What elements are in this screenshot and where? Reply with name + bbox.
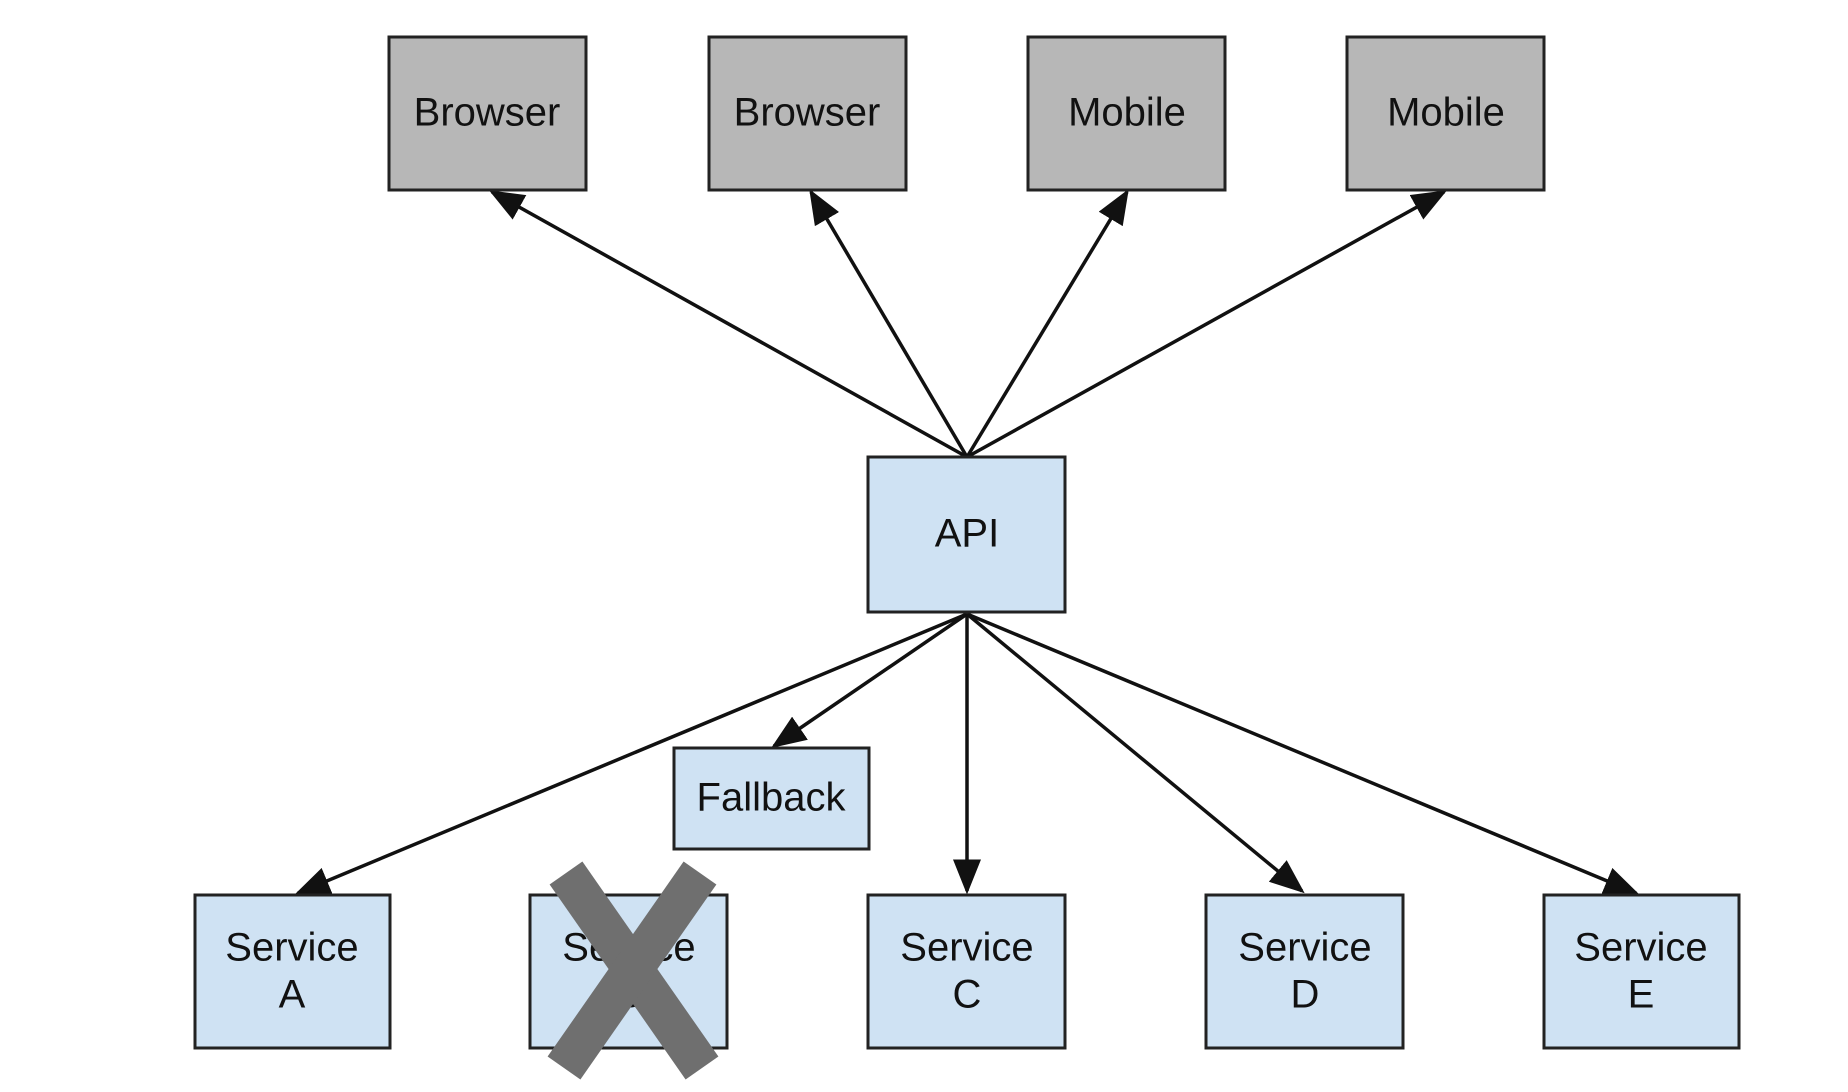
client-node-mobile-1: Mobile xyxy=(1026,35,1227,192)
x-cross-stroke-2 xyxy=(547,861,717,1080)
node-label: API xyxy=(935,512,999,556)
edge-api-to-service-a xyxy=(294,612,968,895)
node-label: Mobile xyxy=(1068,91,1186,135)
api-node: API xyxy=(866,455,1067,614)
edge-api-to-browser-2 xyxy=(809,188,969,458)
edge-api-to-service-e xyxy=(966,612,1640,895)
node-label: Fallback xyxy=(697,776,847,820)
service-node-d: Service D xyxy=(1204,893,1405,1050)
service-node-c: Service C xyxy=(866,893,1067,1050)
node-label-line-1: Service xyxy=(225,926,358,970)
edge-api-to-mobile-1 xyxy=(965,189,1129,458)
client-box xyxy=(1026,35,1227,192)
node-label: Browser xyxy=(734,91,881,135)
edge-api-to-browser-1 xyxy=(488,190,968,459)
edge-api-to-mobile-2 xyxy=(966,190,1448,459)
node-label: Browser xyxy=(414,91,561,135)
client-box xyxy=(387,35,588,192)
service-box xyxy=(193,893,392,1050)
client-node-mobile-2: Mobile xyxy=(1345,35,1546,192)
fallback-box xyxy=(672,746,871,851)
service-node-e: Service E xyxy=(1542,893,1741,1050)
node-label-line-2: A xyxy=(279,973,306,1017)
node-label-line-1: Service xyxy=(1238,926,1371,970)
node-label: Mobile xyxy=(1387,91,1505,135)
api-box xyxy=(866,455,1067,614)
edge-api-to-service-d xyxy=(965,612,1305,894)
service-box xyxy=(1542,893,1741,1050)
service-box xyxy=(1204,893,1405,1050)
node-label-line-2: C xyxy=(953,973,982,1017)
edges xyxy=(294,188,1640,895)
client-box xyxy=(1345,35,1546,192)
edge-api-to-fallback xyxy=(771,612,968,748)
node-label-line-1: Service xyxy=(900,926,1033,970)
service-node-a: Service A xyxy=(193,893,392,1050)
x-cross-icon xyxy=(547,861,719,1080)
client-node-browser-2: Browser xyxy=(707,35,908,192)
client-node-browser-1: Browser xyxy=(387,35,588,192)
node-label-line-1: Service xyxy=(1574,926,1707,970)
fallback-node: Fallback xyxy=(672,746,871,851)
client-box xyxy=(707,35,908,192)
node-label-line-2: D xyxy=(1291,973,1320,1017)
service-box xyxy=(866,893,1067,1050)
node-label-line-2: E xyxy=(1628,973,1655,1017)
